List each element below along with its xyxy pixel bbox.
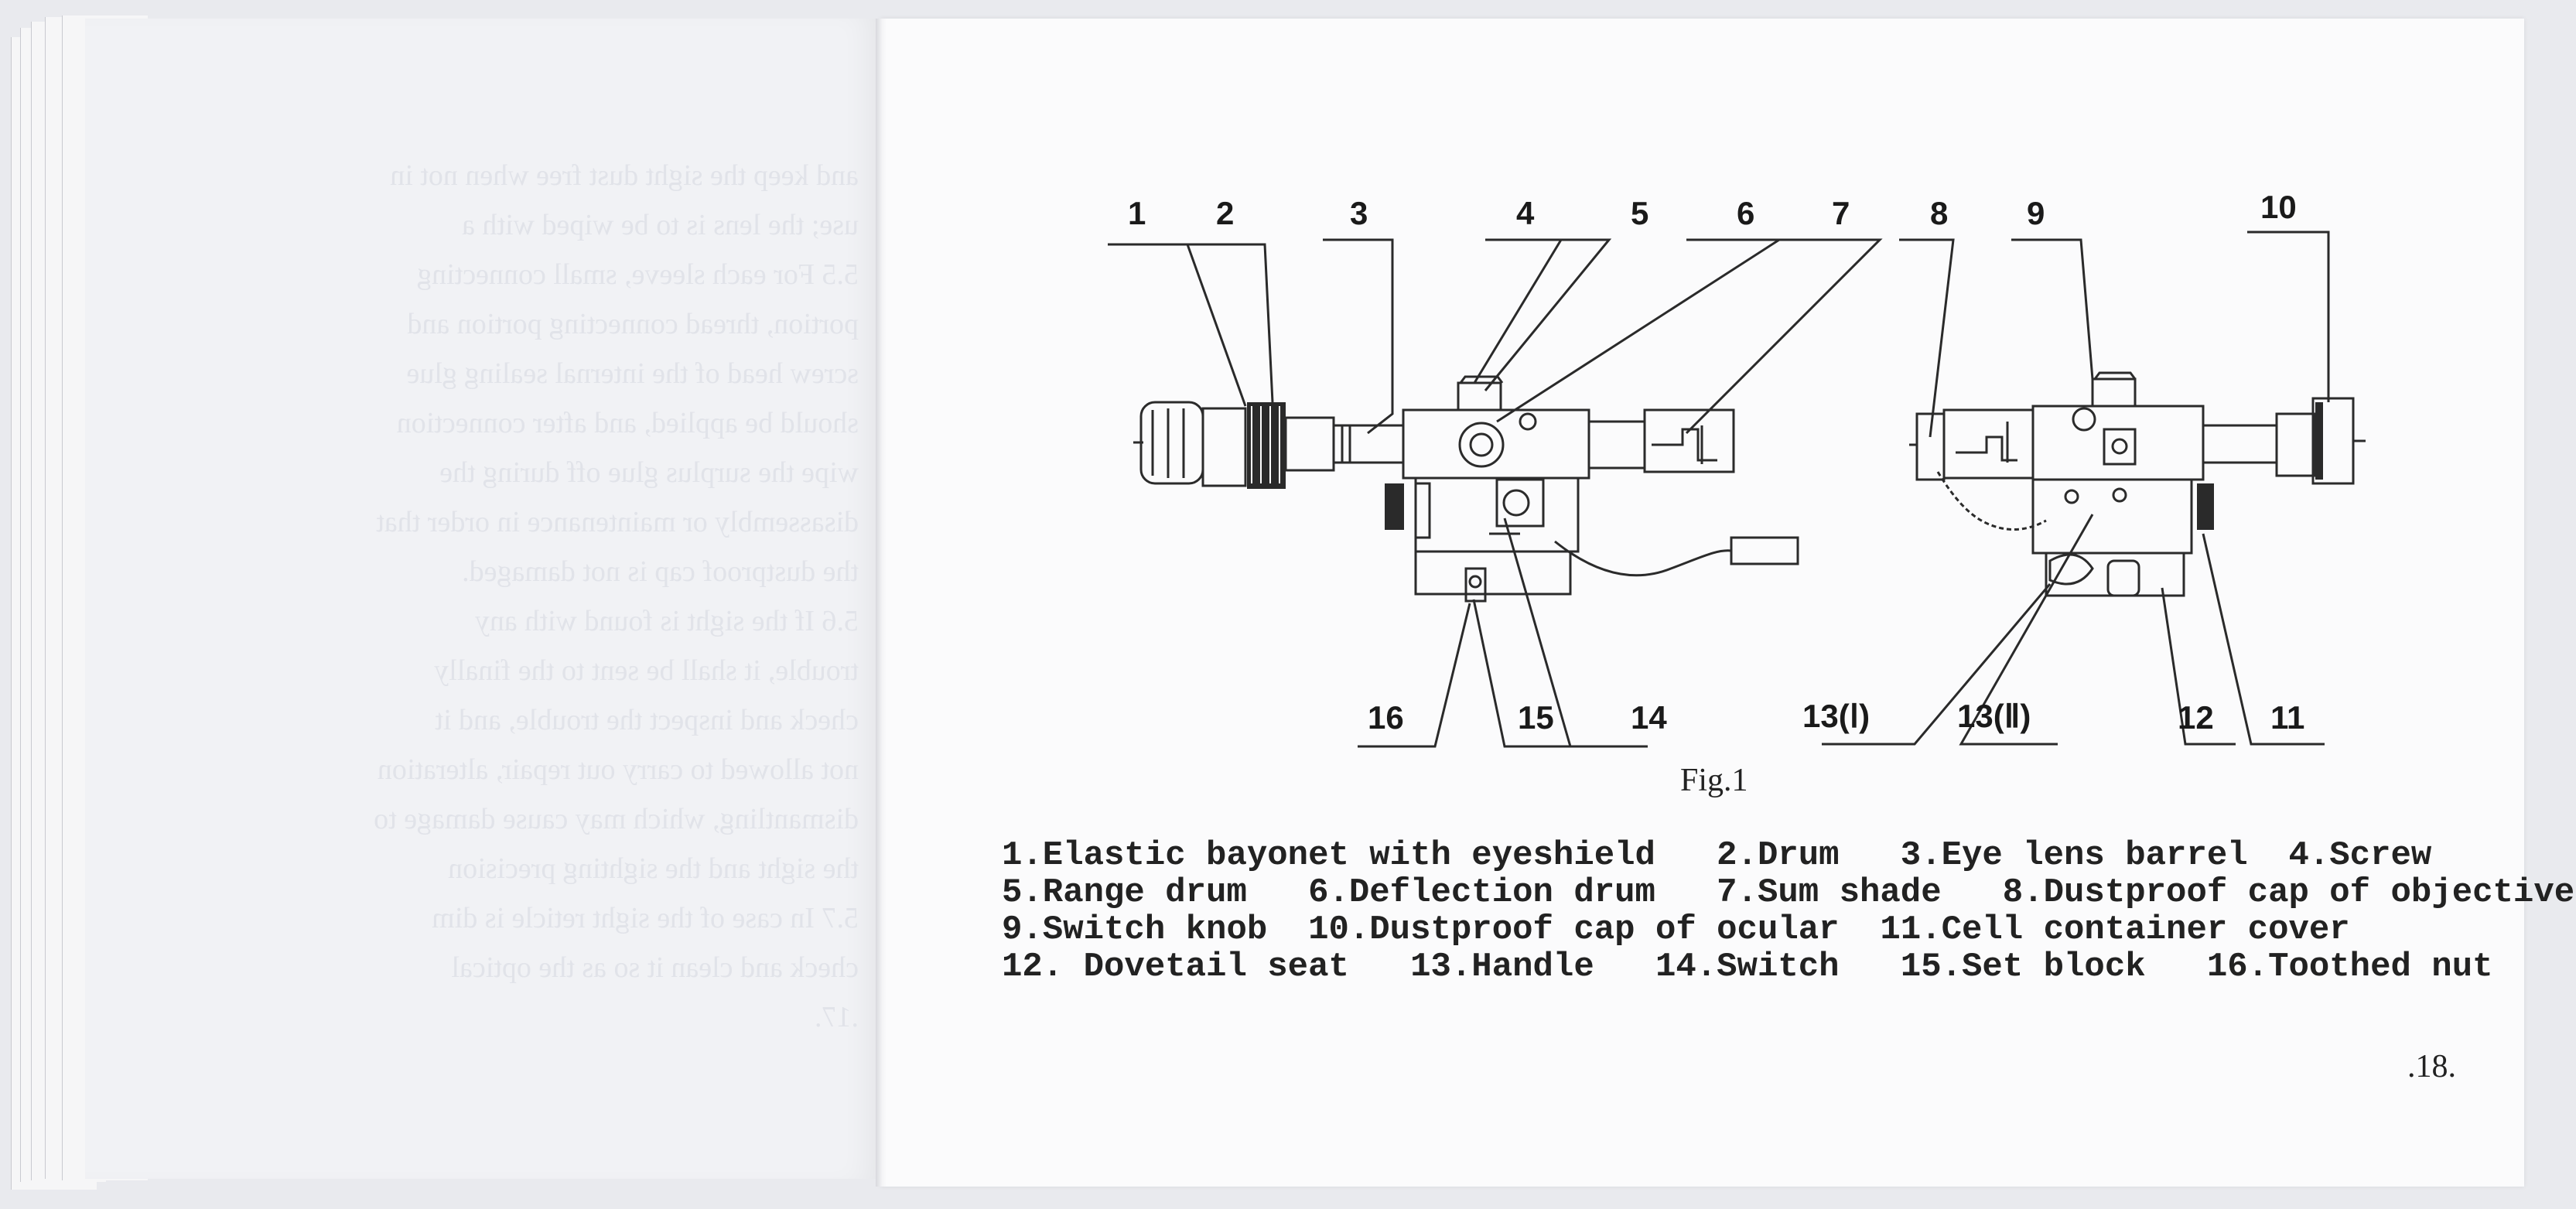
legend-line: 5.Range drum 6.Deflection drum 7.Sum sha… — [1002, 873, 2575, 912]
callout-4: 4 — [1516, 195, 1535, 231]
callout-7: 7 — [1832, 195, 1850, 231]
callout-11: 11 — [2270, 699, 2304, 736]
callout-5: 5 — [1631, 195, 1648, 231]
legend-line: 12. Dovetail seat 13.Handle 14.Switch 15… — [1002, 948, 2493, 986]
callout-9: 9 — [2027, 195, 2045, 231]
book-fold — [876, 19, 887, 1187]
callout-8: 8 — [1930, 195, 1948, 231]
parts-legend: 1.Elastic bayonet with eyeshield 2.Drum … — [1002, 837, 2574, 985]
callout-12: 12 — [2178, 699, 2214, 736]
sight-right-view — [1909, 371, 2366, 597]
callout-2: 2 — [1216, 195, 1234, 231]
callout-16: 16 — [1368, 699, 1404, 736]
legend-line: 9.Switch knob 10.Dustproof cap of ocular… — [1002, 910, 2350, 949]
figure-caption: Fig.1 — [1680, 763, 1748, 798]
callout-3: 3 — [1350, 195, 1368, 231]
callout-13-ii: 13(Ⅱ) — [1957, 698, 2031, 734]
leader-lines — [1108, 231, 2330, 748]
callout-15: 15 — [1518, 699, 1554, 736]
sight-left-view — [1133, 375, 1799, 603]
page-number: .18. — [2407, 1049, 2456, 1084]
callout-labels: 1 2 3 4 5 6 7 8 9 10 11 12 13(Ⅰ) 13(Ⅱ) 1… — [1128, 189, 2304, 736]
left-page — [85, 19, 878, 1179]
legend-line: 1.Elastic bayonet with eyeshield 2.Drum … — [1002, 836, 2432, 875]
callout-1: 1 — [1128, 195, 1146, 231]
callout-10: 10 — [2260, 189, 2297, 225]
callout-13-i: 13(Ⅰ) — [1802, 698, 1870, 734]
callout-6: 6 — [1737, 195, 1754, 231]
right-page — [880, 19, 2524, 1187]
callout-14: 14 — [1631, 699, 1667, 736]
